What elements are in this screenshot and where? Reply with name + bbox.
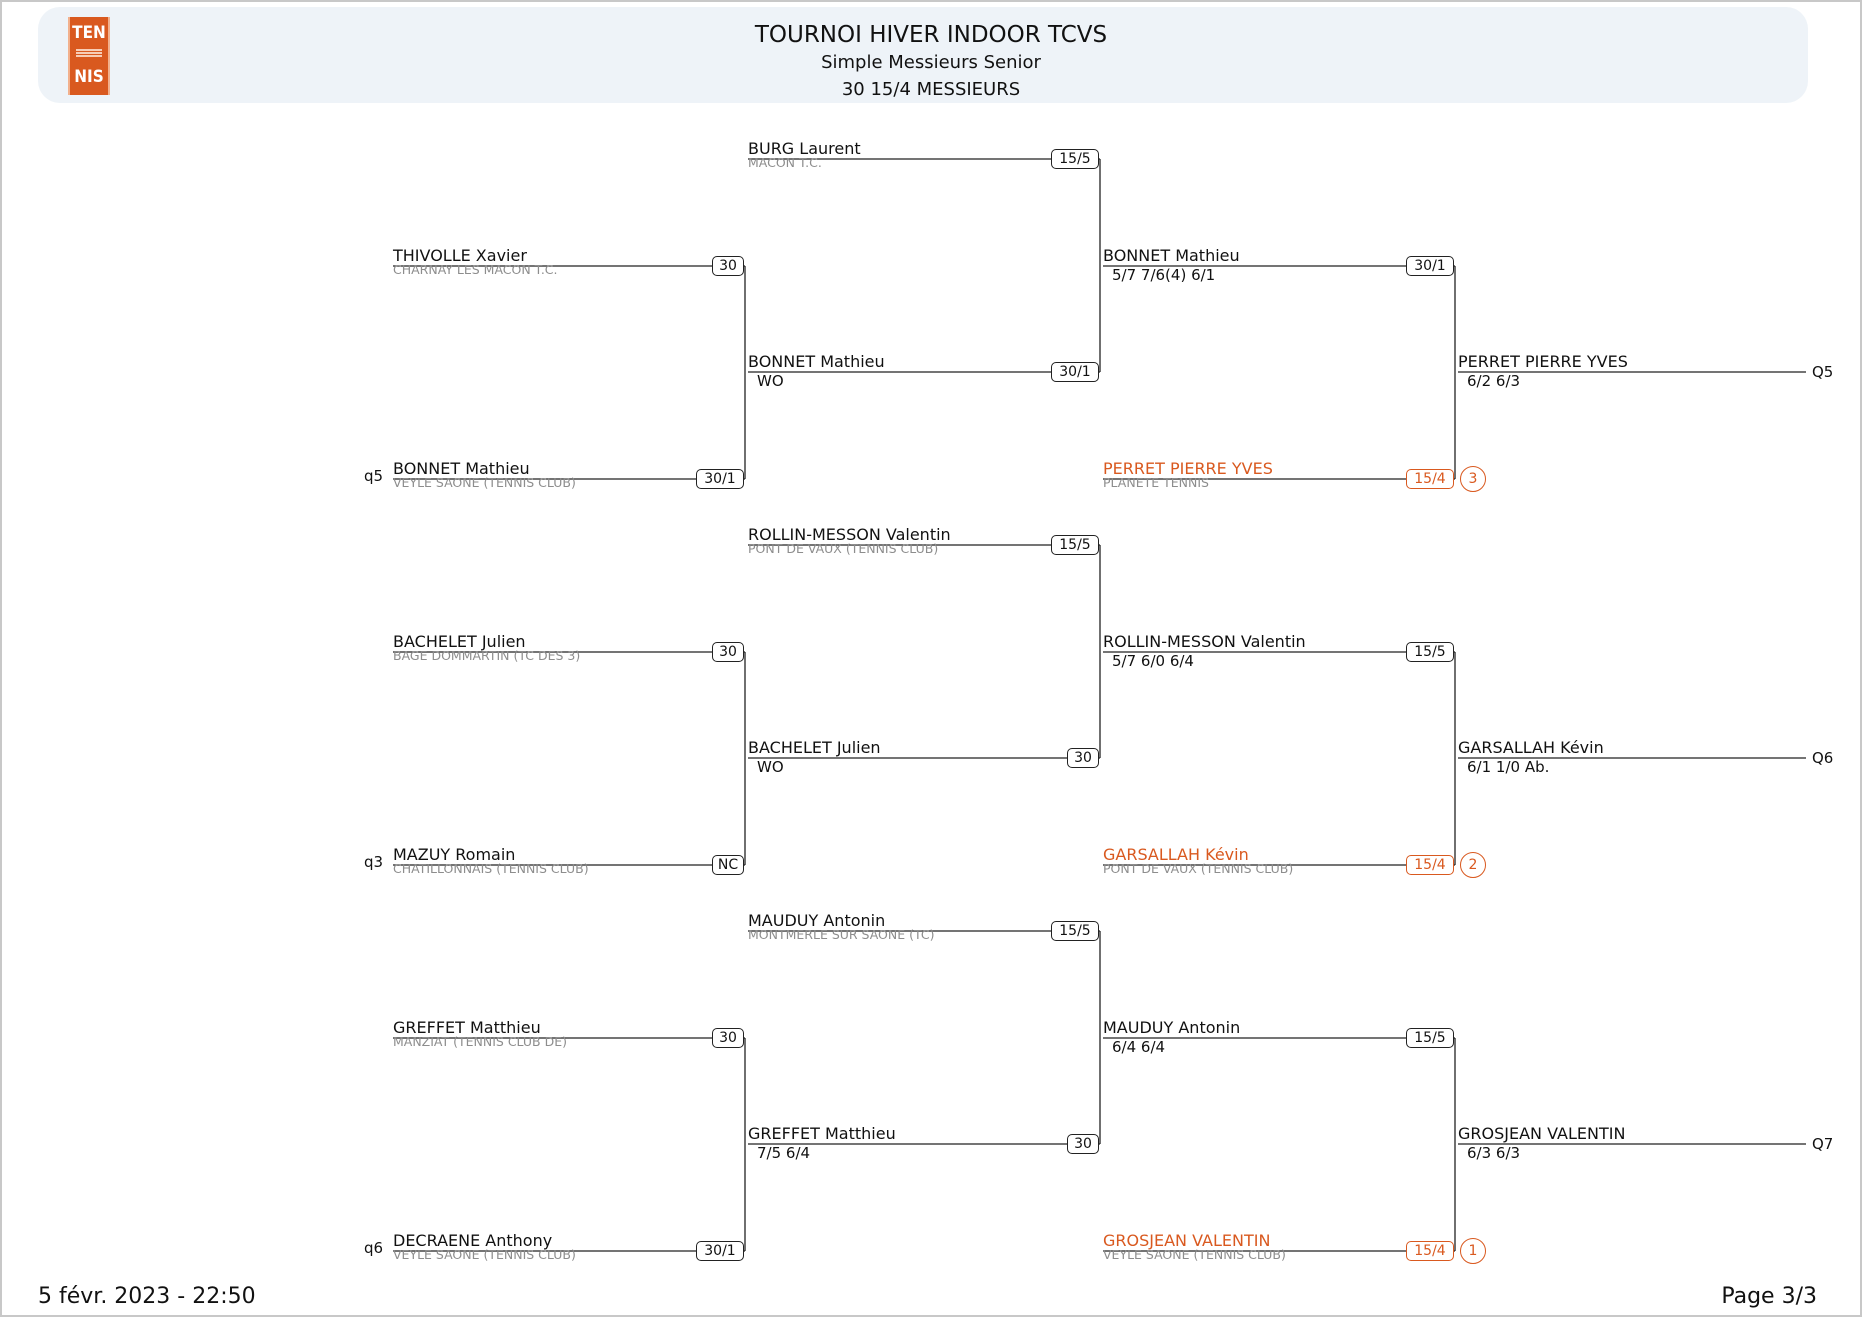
player-name: GREFFET Matthieu [393, 1018, 541, 1037]
player-club: VEYLE SAONE (TENNIS CLUB) [393, 1247, 576, 1262]
player-name: BONNET Mathieu [1103, 246, 1240, 265]
player-name: BONNET Mathieu [748, 352, 885, 371]
player-name: MAZUY Romain [393, 845, 516, 864]
player-name: ROLLIN-MESSON Valentin [1103, 632, 1306, 651]
player-name: GROSJEAN VALENTIN [1458, 1124, 1626, 1143]
ranking-badge: 30/1 [1051, 362, 1099, 382]
player-name: PERRET PIERRE YVES [1103, 459, 1273, 478]
player-name: MAUDUY Antonin [748, 911, 886, 930]
ranking-badge: 15/4 [1406, 855, 1454, 875]
header-band [38, 7, 1808, 103]
player-name: BONNET Mathieu [393, 459, 530, 478]
print-date: 5 févr. 2023 - 22:50 [38, 1284, 256, 1309]
player-club: CHATILLONNAIS (TENNIS CLUB) [393, 861, 589, 876]
logo-line-1: TEN [72, 23, 106, 43]
seed-badge: 1 [1460, 1238, 1486, 1264]
ranking-badge: 15/5 [1406, 642, 1454, 662]
player-name: BACHELET Julien [748, 738, 881, 757]
player-name: ROLLIN-MESSON Valentin [748, 525, 951, 544]
match-score: 6/2 6/3 [1467, 372, 1521, 390]
ranking-badge: 30/1 [696, 469, 744, 489]
player-club: MACON T.C. [748, 155, 822, 170]
page-number: Page 3/3 [1721, 1284, 1817, 1309]
ranking-badge: 30/1 [696, 1241, 744, 1261]
player-name: GROSJEAN VALENTIN [1103, 1231, 1271, 1250]
ranking-badge: 30 [712, 256, 744, 276]
ranking-badge: 15/4 [1406, 469, 1454, 489]
match-score: 6/3 6/3 [1467, 1144, 1521, 1162]
ranking-badge: 30 [1067, 748, 1099, 768]
player-name: THIVOLLE Xavier [393, 246, 527, 265]
tournament-title: TOURNOI HIVER INDOOR TCVS [754, 22, 1108, 48]
player-club: VEYLE SAONE (TENNIS CLUB) [393, 475, 576, 490]
player-name: BURG Laurent [748, 139, 861, 158]
player-name: MAUDUY Antonin [1103, 1018, 1241, 1037]
qualified-slot-label: Q6 [1812, 749, 1834, 767]
ranking-badge: 30 [712, 642, 744, 662]
player-name: PERRET PIERRE YVES [1458, 352, 1628, 371]
ranking-badge: 15/5 [1051, 535, 1099, 555]
player-club: CHARNAY LES MACON T.C. [393, 262, 558, 277]
match-score: 5/7 7/6(4) 6/1 [1112, 266, 1216, 284]
qualified-slot-label: Q5 [1812, 363, 1834, 381]
match-score: WO [757, 758, 784, 776]
player-name: GARSALLAH Kévin [1458, 738, 1604, 757]
player-club: VEYLE SAONE (TENNIS CLUB) [1103, 1247, 1286, 1262]
ranking-badge: 30 [1067, 1134, 1099, 1154]
player-club: MONTMERLE SUR SAONE (TC) [748, 927, 935, 942]
player-name: DECRAENE Anthony [393, 1231, 553, 1250]
qualifier-label: q5 [364, 467, 384, 485]
ranking-badge: 30/1 [1406, 256, 1454, 276]
tennis-logo-icon: TEN NIS [68, 17, 110, 95]
ranking-badge: 30 [712, 1028, 744, 1048]
seed-badge: 3 [1460, 466, 1486, 492]
ranking-badge: NC [712, 855, 744, 875]
player-name: GREFFET Matthieu [748, 1124, 896, 1143]
match-score: 6/4 6/4 [1112, 1038, 1166, 1056]
qualifier-label: q6 [364, 1239, 384, 1257]
category-label: 30 15/4 MESSIEURS [841, 79, 1021, 100]
ranking-badge: 15/5 [1051, 149, 1099, 169]
match-score: 7/5 6/4 [757, 1144, 811, 1162]
player-club: PONT DE VAUX (TENNIS CLUB) [748, 541, 939, 556]
player-club: BAGE DOMMARTIN (TC DES 3) [393, 648, 581, 663]
ranking-badge: 15/4 [1406, 1241, 1454, 1261]
match-score: 5/7 6/0 6/4 [1112, 652, 1194, 670]
seed-badge: 2 [1460, 852, 1486, 878]
player-club: PONT DE VAUX (TENNIS CLUB) [1103, 861, 1294, 876]
event-subtitle: Simple Messieurs Senior [821, 52, 1041, 73]
qualified-slot-label: Q7 [1812, 1135, 1834, 1153]
match-score: WO [757, 372, 784, 390]
logo-federation-marks [72, 48, 106, 60]
player-club: PLANETE TENNIS [1103, 475, 1209, 490]
match-score: 6/1 1/0 Ab. [1467, 758, 1550, 776]
ranking-badge: 15/5 [1051, 921, 1099, 941]
player-name: GARSALLAH Kévin [1103, 845, 1249, 864]
player-name: BACHELET Julien [393, 632, 526, 651]
qualifier-label: q3 [364, 853, 384, 871]
player-club: MANZIAT (TENNIS CLUB DE) [393, 1034, 567, 1049]
logo-line-2: NIS [74, 67, 104, 87]
ranking-badge: 15/5 [1406, 1028, 1454, 1048]
